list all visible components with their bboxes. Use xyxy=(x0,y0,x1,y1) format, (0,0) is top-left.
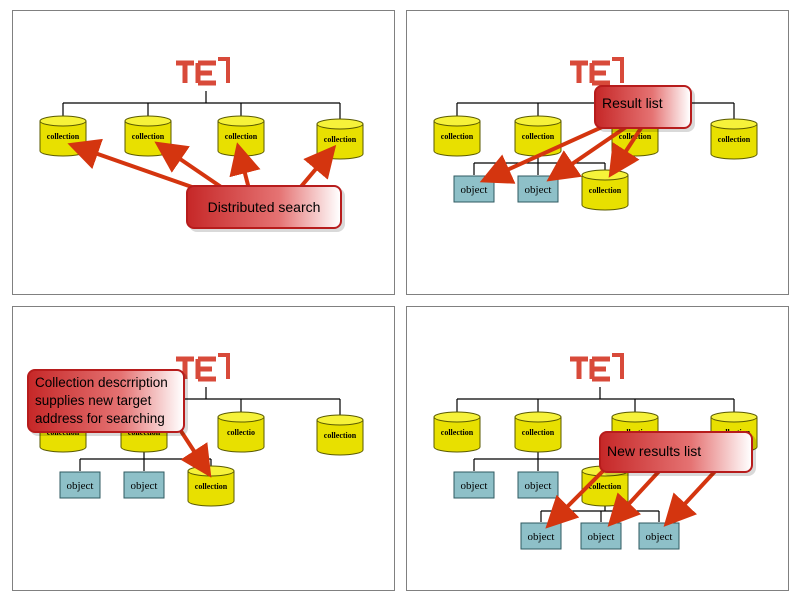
callout-collection-description: Collection descrription supplies new tar… xyxy=(27,369,185,433)
collection-1: collection xyxy=(433,411,481,453)
diagram-collection-description: collection collection collectio collecti… xyxy=(39,353,364,507)
logo-icon xyxy=(570,353,624,382)
callout-arrows xyxy=(545,465,721,529)
callout-distributed-search: Distributed search xyxy=(186,185,342,229)
tree-lines xyxy=(62,91,341,121)
callout-new-results-list: New results list xyxy=(599,431,753,473)
object-2: object xyxy=(123,471,165,499)
panel-new-results-list: collection collection collection collect… xyxy=(406,306,789,591)
collection-label: collection xyxy=(522,132,555,141)
object-4: object xyxy=(580,522,622,550)
collection-label: collection xyxy=(441,428,474,437)
panel-collection-description: collection collection collectio collecti… xyxy=(12,306,395,591)
collection-label: collection xyxy=(718,135,751,144)
object-label: object xyxy=(646,531,673,543)
logo-icon xyxy=(176,353,230,382)
object-label: object xyxy=(67,480,94,492)
object-3: object xyxy=(520,522,562,550)
collection-label: collection xyxy=(589,482,622,491)
logo-icon xyxy=(176,57,230,86)
collection-label: collection xyxy=(47,132,80,141)
panel-result-list: collection collection collection collect… xyxy=(406,10,789,295)
object-5: object xyxy=(638,522,680,550)
object-label: object xyxy=(588,531,615,543)
object-label: object xyxy=(525,184,552,196)
object-1: object xyxy=(59,471,101,499)
collection-4: collection xyxy=(316,414,364,456)
callout-result-list: Result list xyxy=(594,85,692,129)
object-label: object xyxy=(525,480,552,492)
logo-icon xyxy=(570,57,624,86)
collection-label: collection xyxy=(195,482,228,491)
object-label: object xyxy=(528,531,555,543)
object-1: object xyxy=(453,471,495,499)
callout-arrows xyxy=(479,121,645,184)
collection-3: collectio xyxy=(217,411,265,453)
object-2: object xyxy=(517,175,559,203)
collection-label: collectio xyxy=(227,428,255,437)
object-label: object xyxy=(461,184,488,196)
collection-label: collection xyxy=(441,132,474,141)
collection-4: collection xyxy=(710,118,758,160)
object-label: object xyxy=(461,480,488,492)
collection-4: collection xyxy=(316,118,364,160)
panel-distributed-search: collection collection collection collect… xyxy=(12,10,395,295)
collection-2: collection xyxy=(514,115,562,157)
collection-label: collection xyxy=(132,132,165,141)
collection-label: collection xyxy=(522,428,555,437)
collection-label: collection xyxy=(589,186,622,195)
object-2: object xyxy=(517,471,559,499)
collection-1: collection xyxy=(39,115,87,157)
collection-5: collection xyxy=(187,465,235,507)
collection-label: collection xyxy=(324,431,357,440)
callout-arrows xyxy=(175,423,212,478)
collection-2: collection xyxy=(514,411,562,453)
collection-label: collection xyxy=(225,132,258,141)
diagram-distributed-search: collection collection collection collect… xyxy=(39,57,364,195)
callout-arrows xyxy=(67,138,337,195)
collection-1: collection xyxy=(433,115,481,157)
collection-5: collection xyxy=(581,169,629,211)
object-label: object xyxy=(131,480,158,492)
diagram-result-list: collection collection collection collect… xyxy=(433,57,758,211)
collection-label: collection xyxy=(324,135,357,144)
